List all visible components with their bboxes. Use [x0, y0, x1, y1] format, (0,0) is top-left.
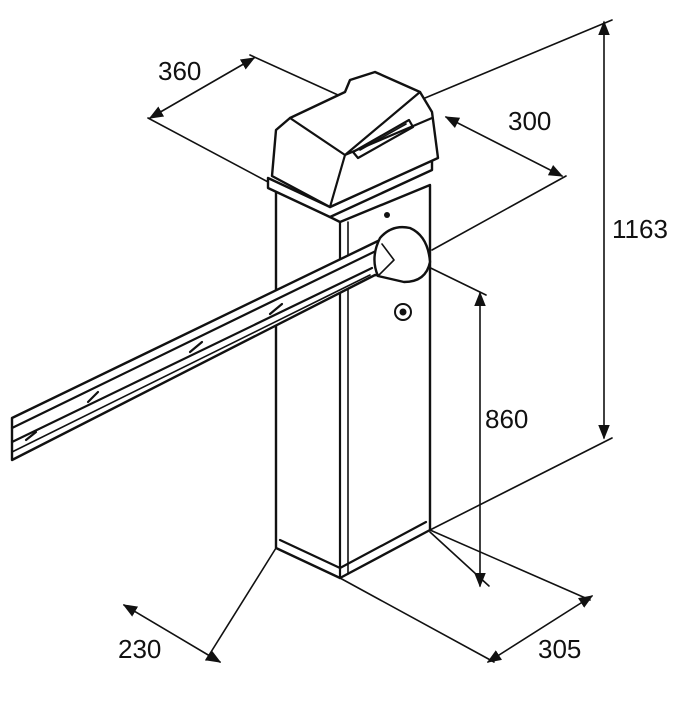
dim-label-360: 360 [158, 56, 201, 86]
dim-line-305 [486, 595, 594, 663]
dim-label-230: 230 [118, 634, 161, 664]
dim-line-360 [148, 57, 256, 119]
status-light [384, 212, 390, 218]
dimension-lines [122, 20, 610, 663]
key-lock-icon [394, 303, 412, 321]
dim-label-1163: 1163 [612, 214, 668, 244]
barrier-cover [266, 70, 440, 219]
dim-line-300 [444, 116, 564, 177]
dim-label-860: 860 [485, 404, 528, 434]
dim-label-305: 305 [538, 634, 581, 664]
boom-arm [10, 225, 432, 462]
dim-label-300: 300 [508, 106, 551, 136]
dim-line-230 [122, 604, 222, 663]
